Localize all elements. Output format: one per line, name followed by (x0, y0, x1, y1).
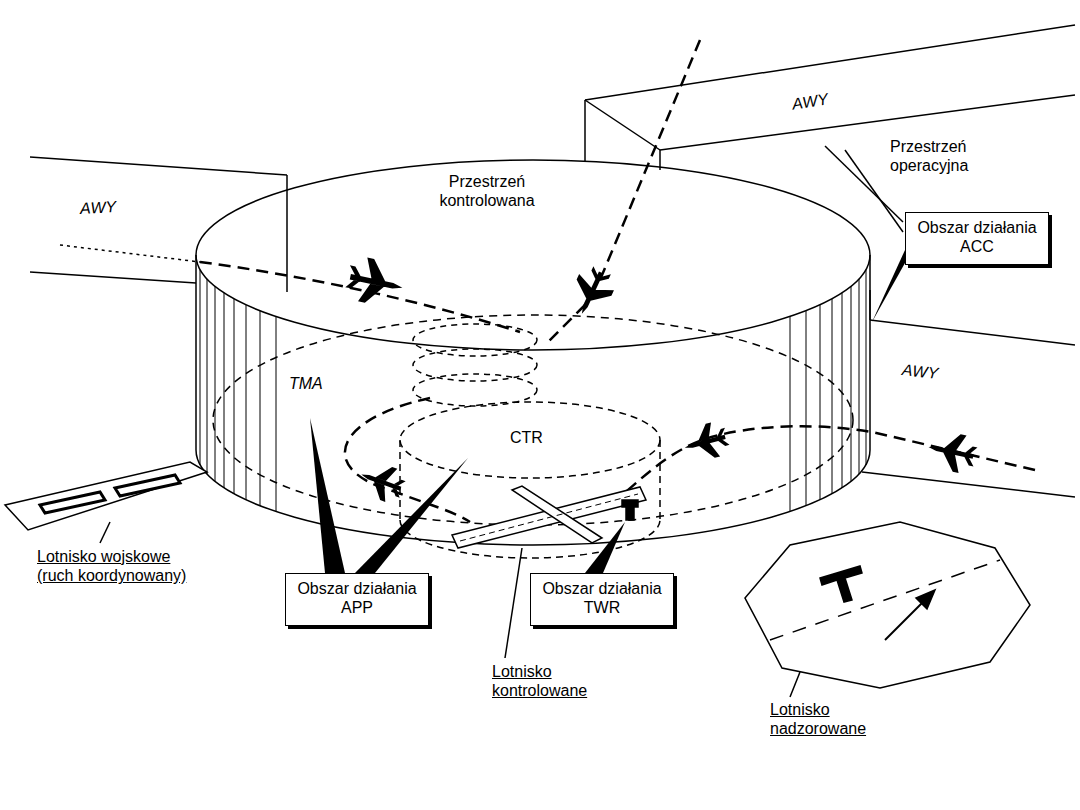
airway-edge (862, 472, 1075, 497)
wind-arrow (916, 590, 935, 609)
military-airfield (5, 462, 207, 530)
holding-pattern (413, 349, 537, 381)
ctr-wall (659, 440, 661, 520)
hatch-line (806, 311, 807, 506)
aircraft-symbol (355, 458, 408, 506)
hatch-line (820, 305, 821, 500)
wind-arrow (885, 600, 925, 640)
region-label: AWY (78, 197, 119, 218)
box-text: Obszar działania ACC (917, 218, 1037, 256)
hatch-line (859, 279, 860, 474)
wall-hatching (200, 270, 866, 511)
aircraft-symbol (564, 262, 619, 322)
aircraft (343, 254, 980, 506)
hatch-line (200, 270, 201, 465)
region-label: Lotnisko wojskowe (ruch koordynowany) (35, 547, 204, 585)
airspace-lines (30, 25, 1075, 697)
box-text: Obszar działania TWR (542, 579, 662, 617)
hatch-line (866, 270, 867, 465)
region-label: Lotnisko nadzorowane (768, 700, 902, 738)
cylinder-top (196, 160, 870, 350)
airway-edge (869, 290, 871, 320)
aircraft-symbol (343, 254, 407, 309)
cylinder-bottom (196, 450, 870, 545)
airfield-runway (40, 492, 105, 513)
hatch-line (215, 286, 216, 481)
hatch-line (790, 316, 791, 511)
aircraft-symbol (680, 419, 732, 464)
leader-wedge (872, 250, 905, 322)
runway-strip (512, 486, 602, 543)
hatch-line (851, 286, 852, 481)
airway-edge (584, 100, 586, 161)
flight-path (345, 398, 470, 522)
box-text: Obszar działania APP (297, 579, 417, 617)
area-box: Obszar działania ACC (905, 212, 1049, 265)
leader-wedge (585, 522, 625, 573)
airway-edge (585, 25, 1075, 100)
flight-path (200, 262, 520, 332)
region-label: CTR (508, 428, 545, 447)
leader-wedge (355, 458, 468, 573)
hatch-line (246, 305, 247, 500)
holding-pattern (413, 324, 537, 356)
airfield-centerline (770, 560, 1000, 640)
airway-edge (659, 150, 661, 170)
region-label: Lotnisko kontrolowane (490, 662, 624, 700)
supervised-airfield (745, 522, 1030, 688)
leader-line (100, 522, 110, 543)
area-box: Obszar działania TWR (530, 573, 674, 626)
flight-path (545, 305, 585, 345)
leader-wedge (310, 418, 345, 573)
hatch-line (832, 299, 833, 494)
leader-line (505, 548, 522, 658)
cylinder-wall (195, 255, 197, 450)
hatch-line (234, 299, 235, 494)
area-box: Obszar działania APP (285, 573, 429, 626)
cylinder-wall (869, 255, 871, 450)
region-label: Przestrzeń operacyjna (888, 137, 1014, 175)
landing-t (820, 566, 862, 602)
ctr-top (400, 402, 660, 478)
hatch-line (224, 293, 225, 488)
region-label: TMA (287, 374, 325, 393)
airway-edge (30, 272, 196, 283)
leader-line (790, 672, 800, 697)
flight-path (622, 426, 1035, 495)
holding-pattern (413, 374, 537, 406)
aircraft-symbol (925, 428, 980, 476)
runway-centerline (460, 494, 638, 541)
hatch-line (207, 279, 208, 474)
leader-wedges (310, 250, 905, 573)
hatch-line (260, 311, 261, 506)
airfield-outline (745, 522, 1030, 688)
airway-edge (870, 320, 1075, 345)
hatch-line (842, 293, 843, 488)
region-label: AWY (789, 89, 832, 114)
region-label: AWY (899, 360, 941, 383)
airway-edge (585, 100, 660, 150)
airfield-outline (5, 462, 207, 530)
tower-symbol (626, 506, 634, 520)
ctr-wall (399, 440, 401, 520)
region-label: Przestrzeń kontrolowana (428, 172, 546, 210)
flight-path (600, 40, 700, 280)
tower-symbol (622, 500, 638, 507)
airfield-runway (115, 475, 180, 496)
flight-path (60, 245, 200, 262)
airway-edge (30, 157, 287, 175)
